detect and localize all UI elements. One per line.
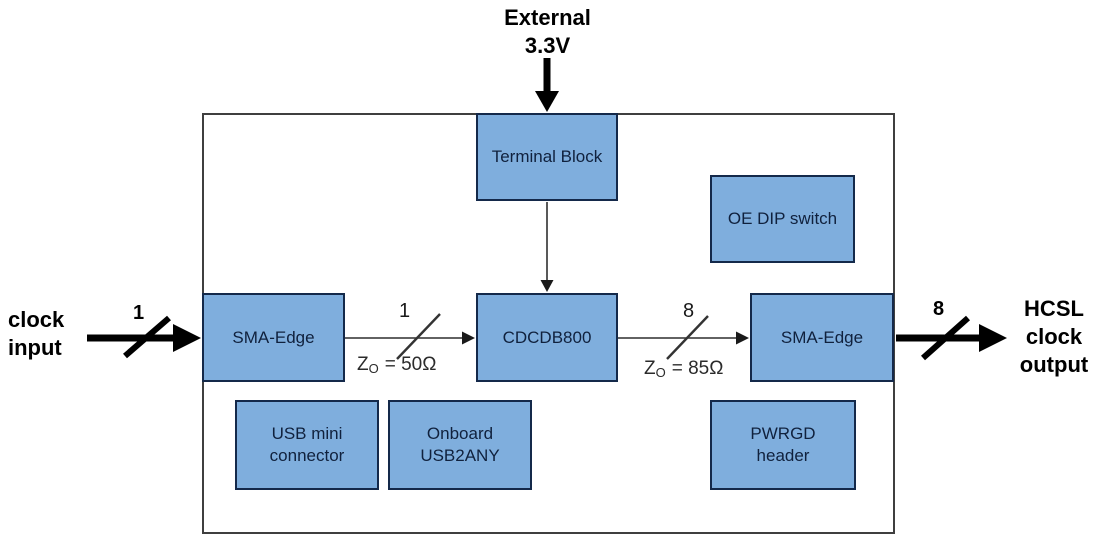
block-label: SMA-Edge (780, 327, 864, 347)
hcsl-output-line1: HCSL (1024, 296, 1084, 321)
block-label: OE DIP switch (727, 209, 838, 228)
block-terminal-block: Terminal Block (476, 113, 618, 201)
block-label-line1: PWRGD (750, 424, 816, 443)
bus-width-clock-input: 1 (133, 302, 145, 324)
block-oe-dip-switch: OE DIP switch (710, 175, 855, 263)
impedance-value: = 85Ω (671, 358, 724, 379)
clock-output-arrow (896, 315, 1007, 361)
impedance-symbol: Z (644, 358, 656, 379)
bus-width-cdc-to-sma: 8 (683, 300, 695, 322)
block-usb-mini-connector: USB mini connector (235, 400, 379, 490)
bus-width-clock-output: 8 (933, 298, 945, 320)
external-supply-line2: 3.3V (524, 33, 571, 58)
external-supply-arrow (535, 58, 559, 112)
block-label-line1: Onboard (426, 424, 494, 443)
impedance-value: = 50Ω (384, 354, 437, 375)
block-sma-edge-input: SMA-Edge (202, 293, 345, 382)
bus-width-sma-to-cdc: 1 (399, 300, 411, 322)
block-label-line2: connector (269, 446, 345, 465)
hcsl-output-label: HCSL clock output (1008, 295, 1100, 379)
block-label-line2: USB2ANY (420, 446, 500, 465)
impedance-subscript: O (655, 365, 666, 380)
clock-input-line2: input (8, 335, 62, 360)
block-sma-edge-output: SMA-Edge (750, 293, 894, 382)
external-supply-label: External 3.3V (455, 4, 640, 60)
clock-input-line1: clock (8, 307, 65, 332)
block-pwrgd-header: PWRGD header (710, 400, 856, 490)
block-cdcdb800: CDCDB800 (476, 293, 618, 382)
block-label: CDCDB800 (502, 327, 592, 347)
block-label: Terminal Block (491, 147, 603, 166)
impedance-symbol: Z (357, 354, 369, 375)
impedance-input-label: ZO = 50Ω (357, 354, 436, 376)
block-label-line1: USB mini (271, 424, 343, 443)
impedance-output-label: ZO = 85Ω (644, 358, 723, 380)
bus-width-slash (123, 315, 171, 359)
hcsl-output-line2: clock (1025, 324, 1083, 349)
bus-width-slash (921, 315, 970, 361)
block-label-line2: header (756, 446, 810, 465)
impedance-subscript: O (368, 361, 379, 376)
block-label: SMA-Edge (232, 327, 315, 347)
hcsl-output-line3: output (1019, 352, 1089, 377)
block-onboard-usb2any: Onboard USB2ANY (388, 400, 532, 490)
external-supply-line1: External (504, 5, 591, 30)
clock-input-label: clock input (8, 306, 64, 362)
